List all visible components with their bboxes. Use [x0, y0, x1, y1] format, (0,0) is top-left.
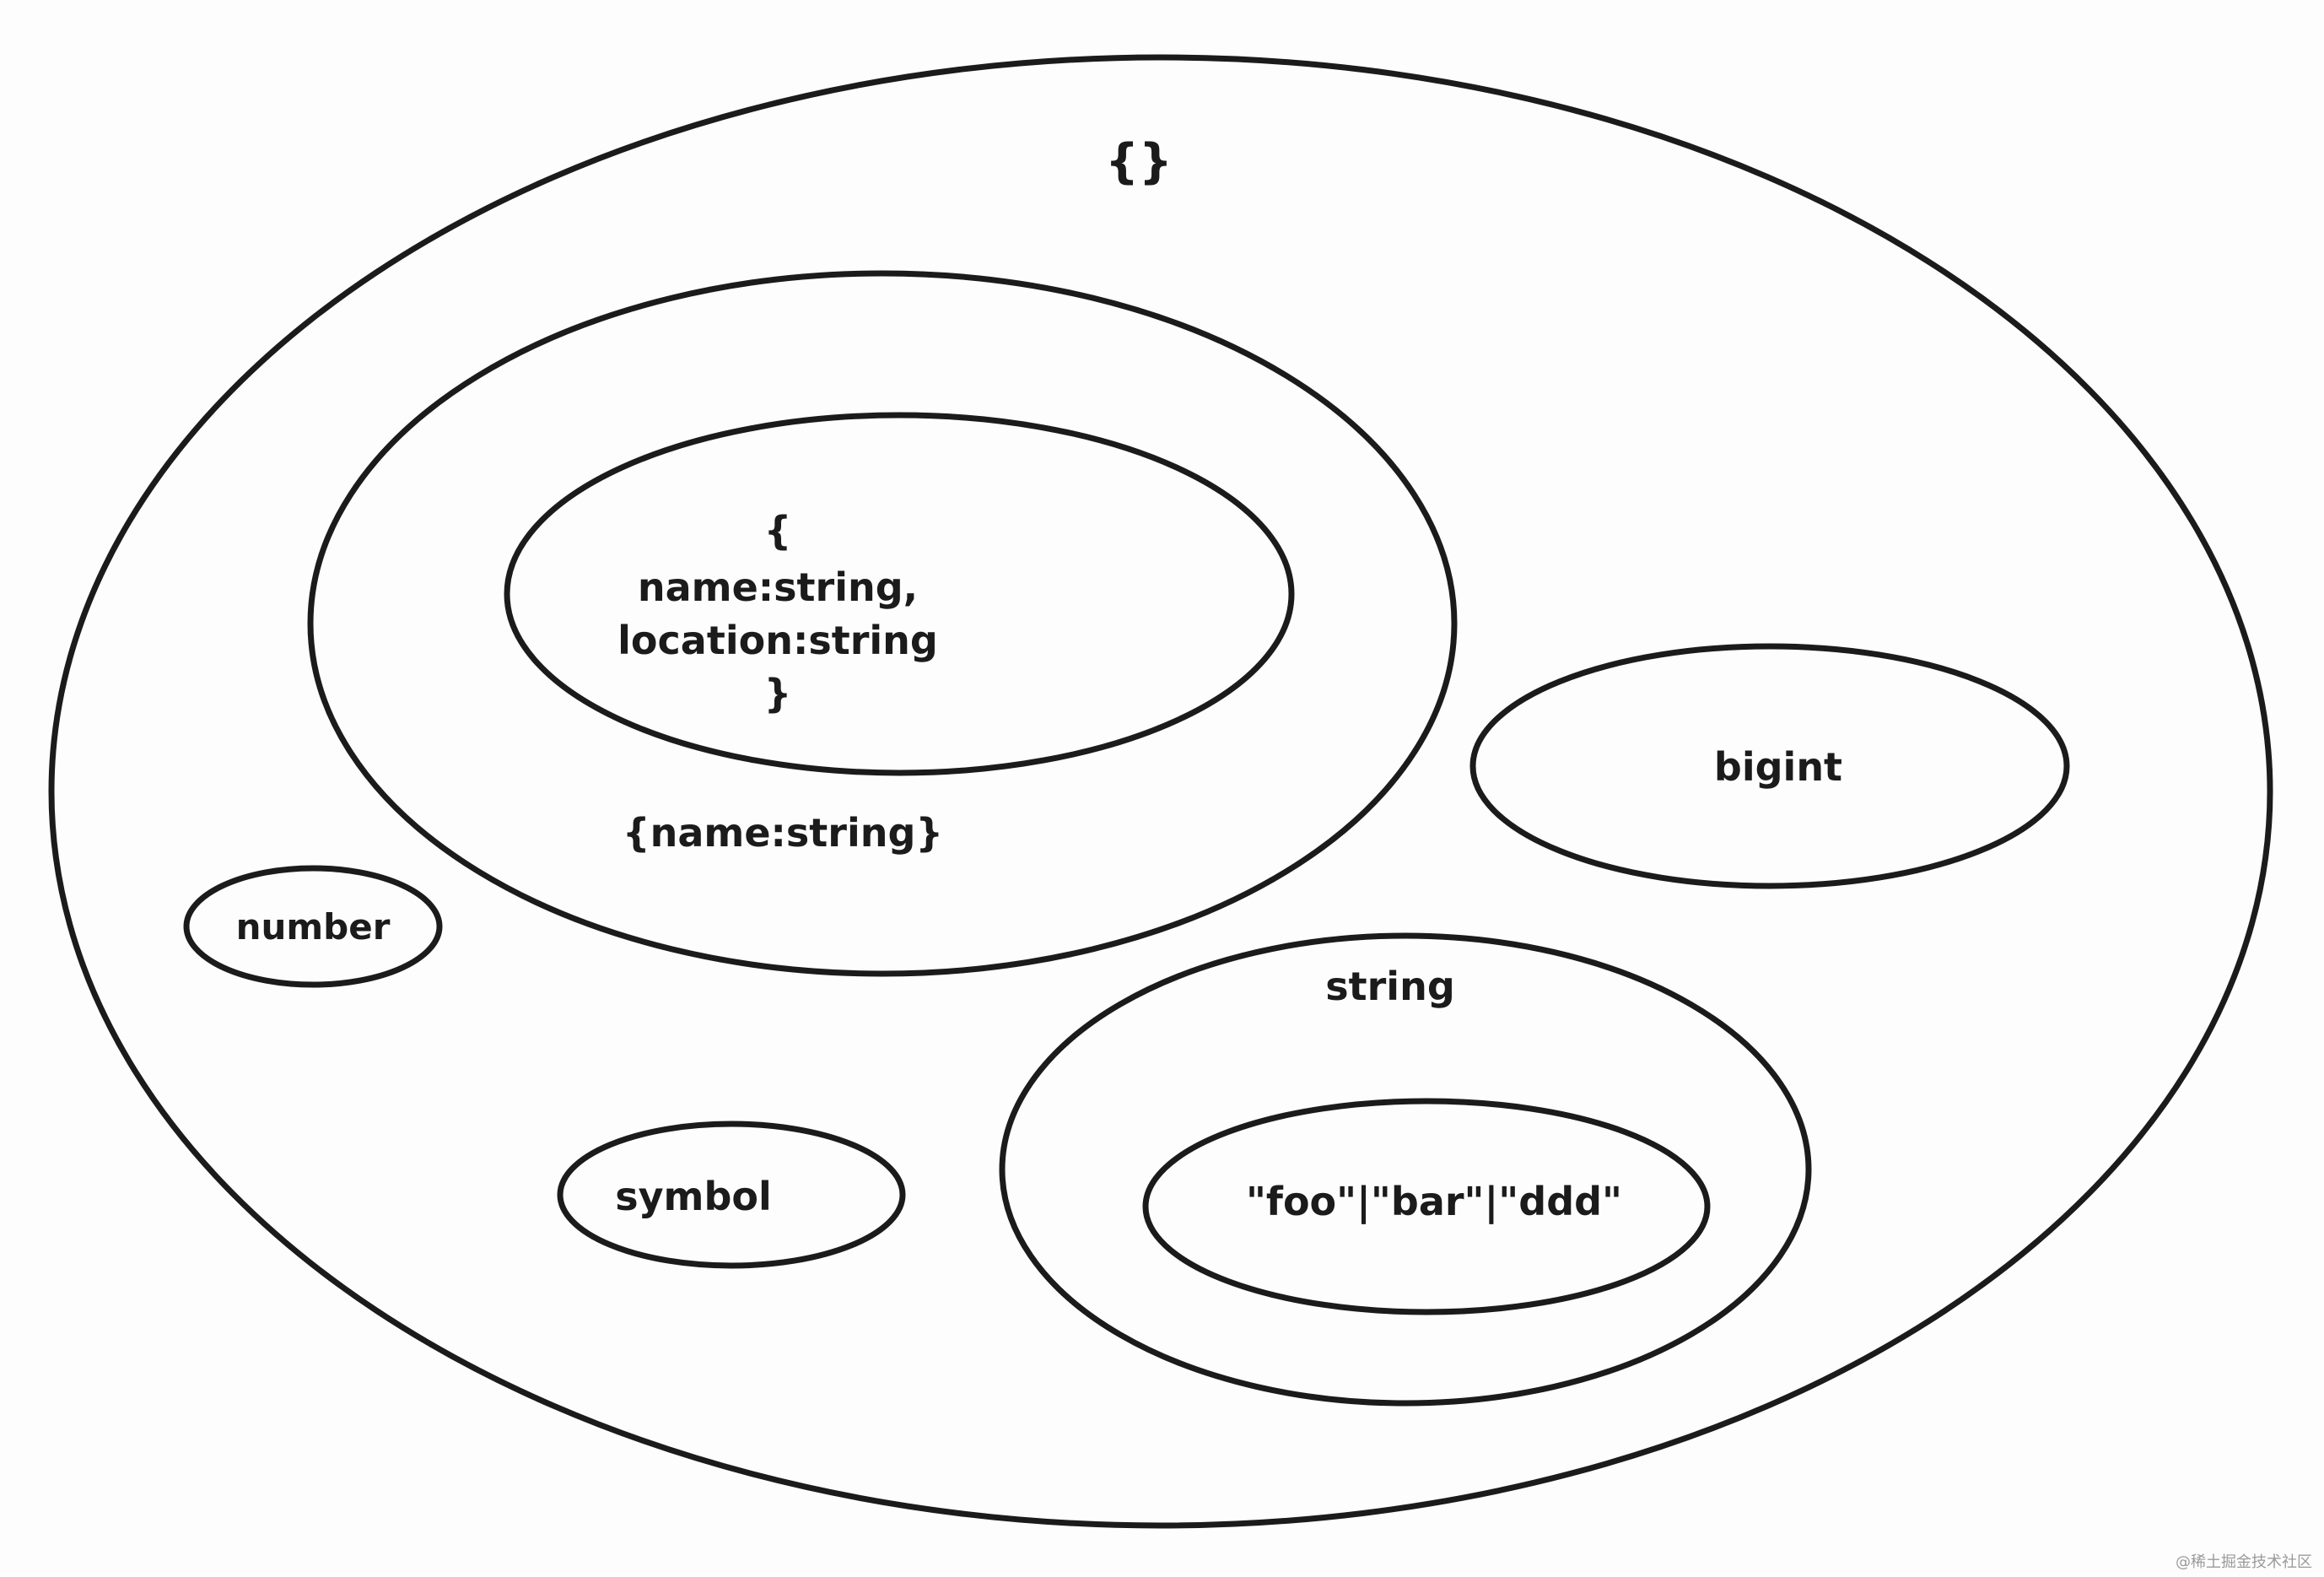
name-location-line-location: location:string — [617, 618, 938, 663]
string-literal-union-ellipse — [1142, 1098, 1711, 1315]
name-location-object-type-ellipse — [504, 412, 1295, 776]
name-object-type-label: {name:string} — [623, 810, 943, 856]
name-location-line-name: name:string, — [638, 564, 918, 610]
watermark: @稀土掘金技术社区 — [2176, 1553, 2312, 1571]
bigint-type-ellipse — [1469, 643, 2070, 889]
string-literal-union-label: "foo"|"bar"|"ddd" — [1246, 1179, 1622, 1225]
symbol-type-label: symbol — [615, 1174, 772, 1219]
name-location-brace-open: { — [764, 508, 792, 554]
name-object-type-ellipse — [307, 270, 1458, 977]
empty-object-type-label: {} — [1105, 134, 1173, 189]
number-type-ellipse — [183, 865, 443, 988]
bigint-type-label: bigint — [1714, 744, 1842, 790]
name-location-brace-close: } — [764, 671, 792, 716]
number-type-label: number — [236, 906, 391, 948]
string-type-label: string — [1325, 964, 1455, 1009]
empty-object-type-ellipse — [48, 54, 2273, 1529]
string-type-ellipse — [999, 932, 1812, 1407]
symbol-type-ellipse — [557, 1121, 906, 1269]
